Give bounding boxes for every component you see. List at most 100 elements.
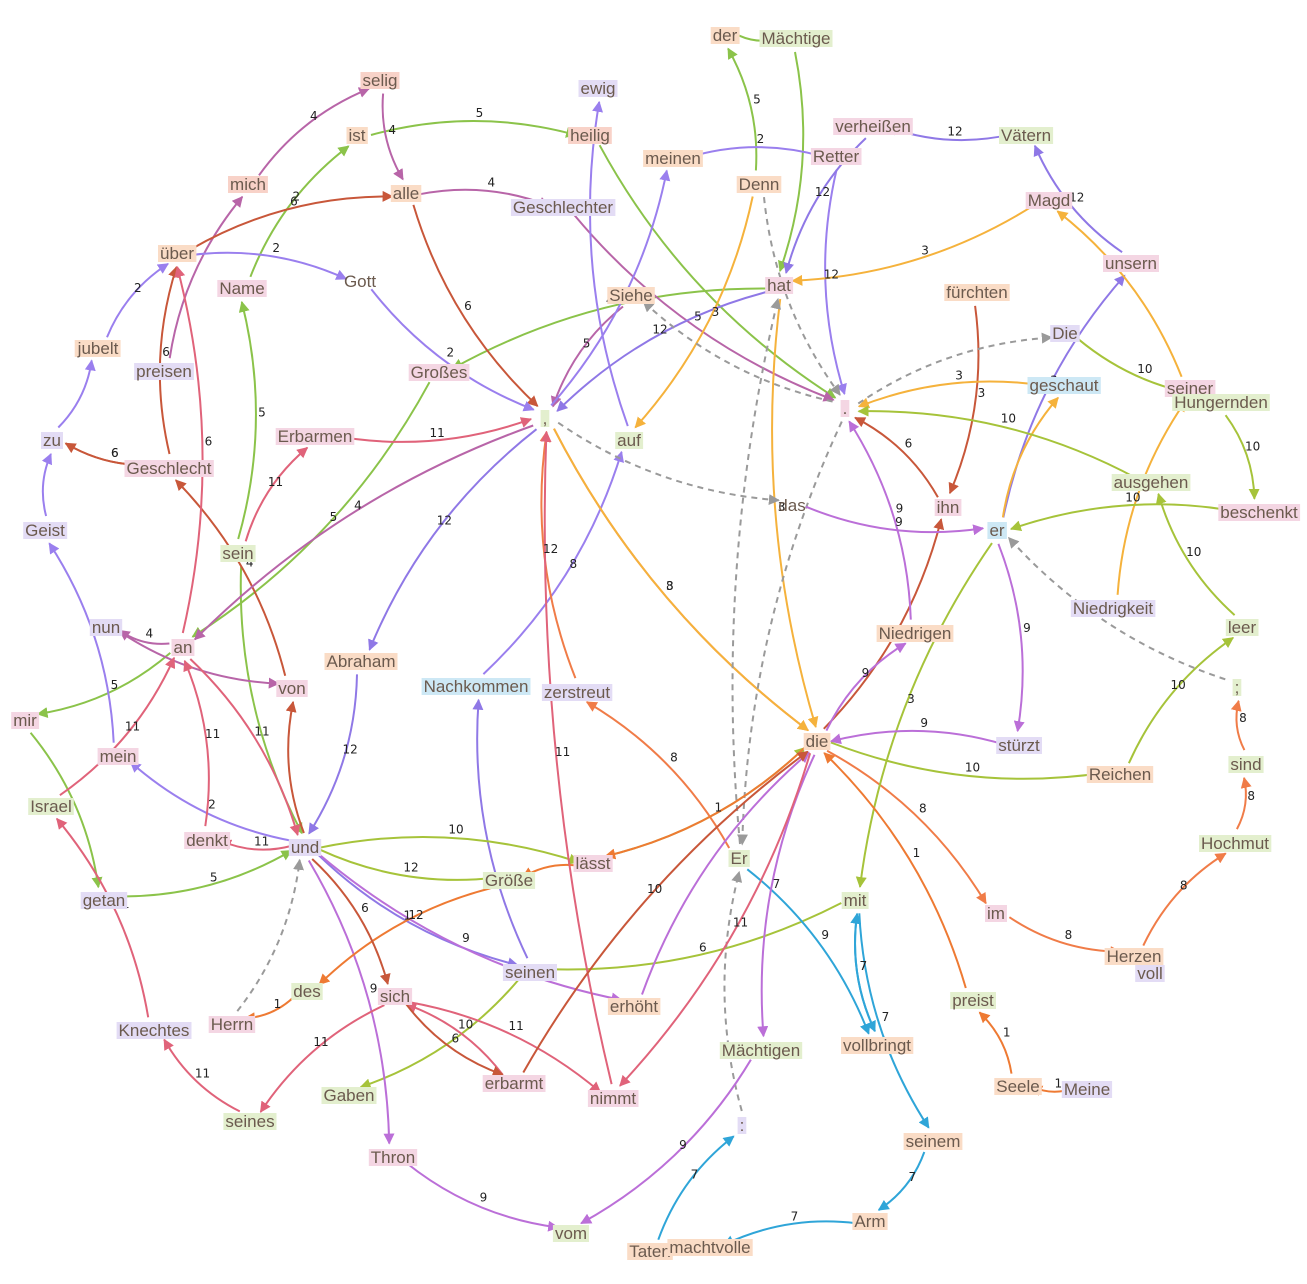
edge-label-vaetern-to-verheissen: 12 — [947, 125, 962, 139]
node-reichen: Reichen — [1086, 765, 1154, 784]
node-bg-colon — [737, 1117, 747, 1134]
edge-label-ausgehen-to-dot: 10 — [1001, 412, 1016, 426]
node-und: und — [288, 838, 322, 857]
node-bg-thron — [368, 1149, 418, 1166]
node-label-denkt: denkt — [186, 831, 228, 850]
node-ewig: ewig — [578, 79, 618, 98]
node-ihn: ihn — [934, 498, 962, 517]
node-stuerzt: stürzt — [996, 736, 1042, 755]
node-label-meine: Meine — [1064, 1080, 1110, 1099]
node-bg-mich — [228, 176, 268, 193]
node-gaben: Gaben — [321, 1086, 377, 1105]
node-mein: mein — [97, 747, 139, 766]
node-der: der — [710, 26, 740, 45]
node-bg-der — [710, 27, 740, 44]
edge-seinem-to-arm — [877, 1151, 926, 1211]
edge-label-gott-to-comma: 2 — [446, 346, 454, 360]
node-label-abraham: Abraham — [327, 652, 396, 671]
node-bg-ewig — [578, 80, 618, 97]
node-label-hungernden: Hungernden — [1174, 393, 1268, 412]
node-herzen: Herzen — [1104, 947, 1164, 966]
edge-semicolon-to-er — [1007, 536, 1226, 681]
node-preisen: preisen — [134, 362, 194, 381]
node-bg-denn — [736, 176, 782, 193]
node-label-name: Name — [219, 279, 264, 298]
node-label-erbarmt: erbarmt — [485, 1074, 544, 1093]
edge-label-magd-to-hat: 3 — [921, 244, 929, 258]
edge-label-er-to-mit: 3 — [907, 692, 915, 706]
node-bg-retter — [810, 148, 862, 165]
node-label-preist: preist — [952, 991, 994, 1010]
node-label-geschlecht: Geschlecht — [126, 459, 211, 478]
edge-label-sich-to-seines: 11 — [313, 1035, 328, 1049]
node-label-er2: Er — [731, 849, 748, 868]
edge-label-des-to-herrn: 1 — [274, 997, 282, 1011]
node-bg-geschlechter — [510, 199, 616, 216]
edge-preist-to-die_mid — [823, 752, 967, 989]
edge-label-zu-to-geschlecht: 6 — [111, 446, 119, 460]
node-seinen: seinen — [502, 963, 557, 982]
edge-er2-to-zerstreut — [585, 701, 731, 849]
edge-die_mid-to-reichen — [830, 741, 1108, 780]
edge-label-an-to-mir: 5 — [111, 678, 119, 692]
edge-taten-to-colon — [657, 1135, 735, 1241]
edge-die_mid-to-laesst — [604, 746, 806, 860]
edge-geist-to-zu — [41, 452, 52, 517]
node-mir: mir — [11, 711, 40, 730]
node-bg-machtvolle — [667, 1239, 753, 1256]
node-bg-zu — [41, 432, 63, 449]
edge-und-to-groesse — [318, 848, 497, 885]
edge-label-denn-to-auf: 3 — [712, 305, 720, 319]
node-abraham: Abraham — [324, 652, 398, 671]
edge-geschaut-to-dot — [857, 380, 1051, 409]
edge-und-to-seinen — [316, 853, 519, 969]
node-label-magd: Magd — [1028, 191, 1071, 210]
node-dot: . — [840, 399, 850, 418]
node-label-die_top: Die — [1052, 324, 1078, 343]
node-label-comma: , — [543, 409, 548, 428]
node-nun: nun — [89, 618, 123, 637]
node-bg-heilig — [568, 127, 612, 144]
node-label-mein: mein — [100, 747, 137, 766]
node-sich: sich — [377, 987, 413, 1006]
node-mich: mich — [228, 175, 268, 194]
node-label-sich: sich — [380, 987, 410, 1006]
edge-label-die_mid-to-laesst: 1 — [714, 800, 722, 814]
node-geschlechter: Geschlechter — [510, 198, 616, 217]
edge-dot-to-siehe — [642, 300, 833, 403]
node-label-erhoeht: erhöht — [610, 997, 658, 1016]
node-nachkommen: Nachkommen — [421, 677, 531, 696]
edge-sich-to-seines — [259, 1004, 385, 1113]
node-bg-von — [276, 680, 308, 697]
node-denkt: denkt — [184, 831, 231, 850]
edges-layer — [29, 34, 1260, 1246]
node-preist: preist — [950, 991, 996, 1010]
node-bg-auf — [615, 432, 644, 449]
node-label-alle: alle — [393, 184, 419, 203]
node-label-die_mid: die — [806, 732, 829, 751]
node-label-nachkommen: Nachkommen — [424, 677, 529, 696]
node-bg-geschlecht — [124, 460, 214, 477]
edge-die_mid-to-im — [826, 749, 987, 905]
edge-label-mich-to-selig: 4 — [310, 109, 318, 123]
edge-seinen-to-nachkommen — [472, 698, 529, 959]
node-maechtigen: Mächtigen — [719, 1041, 803, 1060]
edge-hat-to-comma — [556, 290, 768, 412]
node-bg-meinen — [643, 150, 703, 167]
edge-das-to-er — [805, 505, 985, 536]
edge-label-jubelt-to-ueber: 2 — [134, 281, 142, 295]
node-bg-nachkommen — [421, 678, 531, 695]
edge-label-vollbringt-to-mit: 7 — [859, 959, 867, 973]
edge-label-fuerchten-to-ihn: 3 — [978, 386, 986, 400]
node-label-jubelt: jubelt — [77, 339, 119, 358]
node-bg-leer — [1225, 619, 1259, 636]
edge-niedrigkeit-to-seiner — [1116, 400, 1187, 595]
node-label-maechtigen: Mächtigen — [722, 1041, 800, 1060]
edge-erhoeht-to-die_mid — [641, 751, 810, 995]
edge-hungernden-to-beschenkt — [1224, 414, 1260, 500]
node-niedrigkeit: Niedrigkeit — [1070, 599, 1156, 618]
edge-label-erbarmen-to-comma: 11 — [429, 426, 444, 440]
node-maechtige: Mächtige — [759, 29, 833, 48]
edge-label-seines-to-knechtes: 11 — [195, 1066, 210, 1080]
